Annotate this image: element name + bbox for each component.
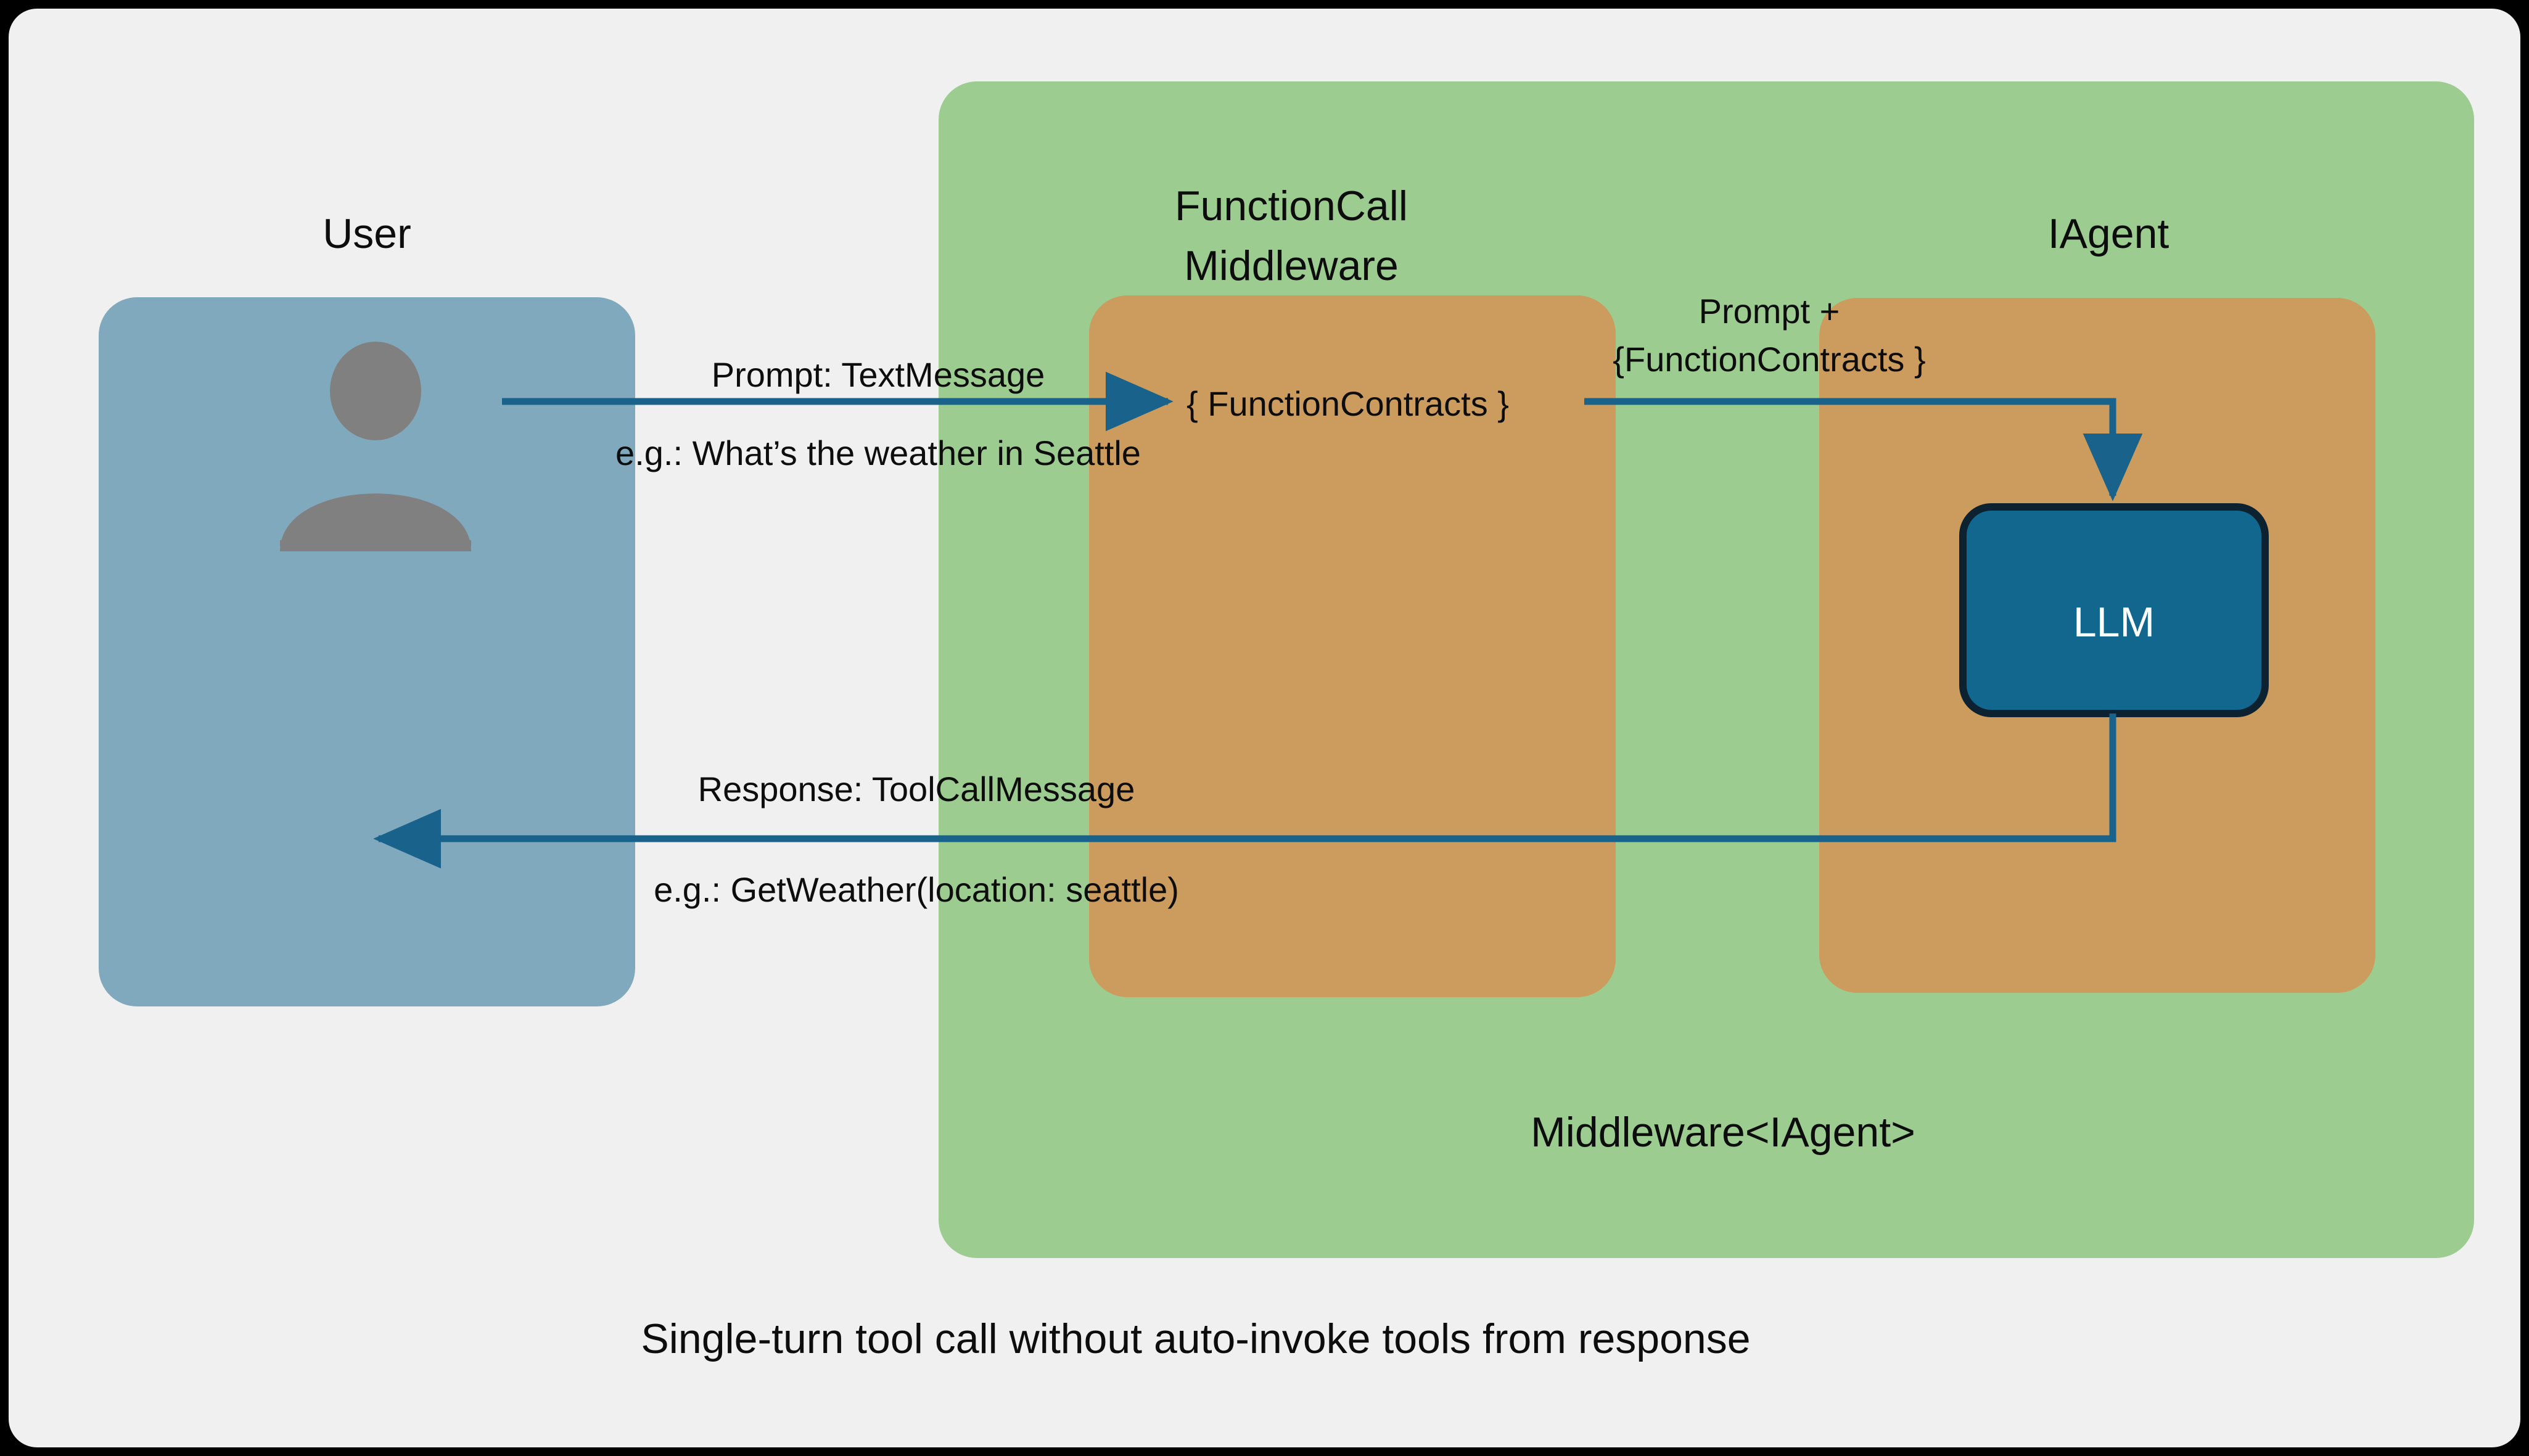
user-avatar-icon	[280, 342, 471, 551]
edge-response-example: e.g.: GetWeather(location: seattle)	[654, 870, 1179, 909]
functioncall-middleware-label-line2: Middleware	[1184, 242, 1399, 289]
functioncall-middleware-label-line1: FunctionCall	[1175, 183, 1408, 229]
llm-label: LLM	[2073, 599, 2155, 646]
architecture-diagram: User FunctionCall Middleware IAgent { Fu…	[99, 81, 2474, 1362]
edge-prompt-contracts-arrow	[1584, 398, 2143, 501]
diagram-slide: User FunctionCall Middleware IAgent { Fu…	[9, 9, 2520, 1447]
iagent-label: IAgent	[2048, 210, 2169, 257]
user-node-box[interactable]	[99, 297, 635, 1006]
edge-prompt-contracts-label-line2: {FunctionContracts }	[1613, 340, 1925, 379]
function-contracts-inner-text: { FunctionContracts }	[1186, 384, 1509, 423]
edge-response-arrow	[373, 714, 2116, 869]
edge-response-label: Response: ToolCallMessage	[698, 770, 1135, 808]
edge-prompt-contracts-label-line1: Prompt +	[1699, 292, 1840, 331]
functioncall-middleware-box[interactable]	[1089, 295, 1616, 997]
user-node-label: User	[323, 210, 411, 257]
edge-prompt-label: Prompt: TextMessage	[712, 355, 1045, 394]
middleware-group-label: Middleware<IAgent>	[1531, 1109, 1915, 1156]
diagram-caption: Single-turn tool call without auto-invok…	[641, 1315, 1750, 1362]
edge-prompt-example: e.g.: What’s the weather in Seattle	[615, 434, 1141, 472]
